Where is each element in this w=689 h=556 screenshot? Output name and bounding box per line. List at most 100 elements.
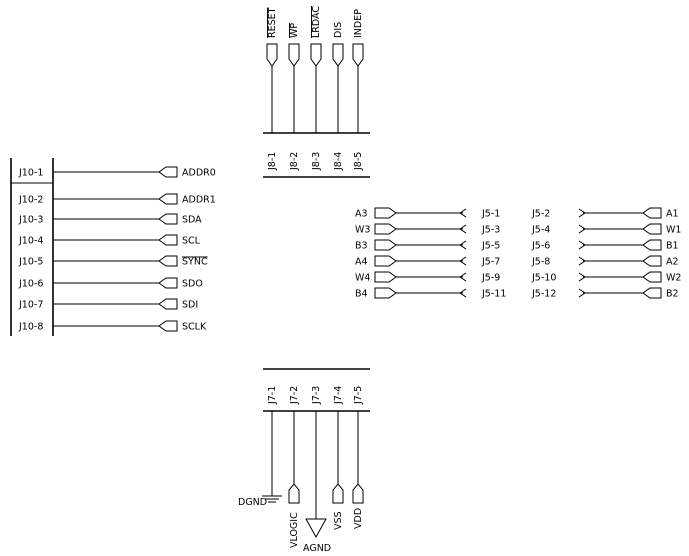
j5-right-pin-label: J5-12	[531, 289, 556, 300]
j10-signal-label: ADDR0	[182, 168, 216, 179]
j10-signal-label: SDI	[182, 300, 198, 311]
j10-port-symbol	[158, 193, 178, 205]
j5-left-port-symbol	[374, 287, 397, 299]
j5-left-port-symbol	[374, 223, 397, 235]
j5-right-port-symbol	[642, 255, 662, 267]
j5-left-port-symbol	[374, 255, 397, 267]
j8-port-symbol	[332, 43, 344, 67]
j10-pin-label: J10-1	[18, 168, 43, 179]
j5-left-pin-label: J5-3	[481, 225, 500, 236]
j8-port-symbol	[352, 43, 364, 67]
j8-pin-label: J8-4	[333, 152, 344, 171]
j5-left-port-symbol	[374, 271, 397, 283]
j8-pin-label: J8-1	[267, 152, 278, 171]
vdd-port-symbol	[352, 483, 364, 504]
j8-pin-label: J8-2	[289, 152, 300, 171]
j10-port-symbol	[158, 255, 178, 267]
j5-left-port-symbol	[374, 207, 397, 219]
j5-right-port-symbol	[642, 287, 662, 299]
j5-right-pin-label: J5-2	[531, 209, 550, 220]
j5-left-pin-label: J5-7	[481, 257, 500, 268]
j5-right-signal-label: B2	[666, 289, 679, 300]
j10-signal-label: SDO	[182, 279, 203, 290]
j7-pin-label: J7-1	[267, 386, 278, 405]
j5-left-signal-label: A4	[355, 257, 368, 268]
j5-left-signal-label: W3	[355, 225, 370, 236]
j7-pin-label: J7-3	[311, 386, 322, 405]
j10-pin-label: J10-3	[18, 215, 43, 226]
j10-pin-label: J10-7	[18, 300, 43, 311]
j10-port-symbol	[158, 320, 178, 332]
j5-left-port-symbol	[374, 239, 397, 251]
j10-signal-label: SCLK	[182, 322, 207, 333]
j5-left-pin-label: J5-11	[481, 289, 506, 300]
agnd-ground-symbol	[305, 518, 327, 539]
j10-signal-label: ADDR1	[182, 195, 216, 206]
j7-pin-label: J7-4	[333, 386, 344, 405]
j5-left-signal-label: B4	[355, 289, 368, 300]
j5-right-signal-label: W1	[666, 225, 681, 236]
j5-right-pin-label: J5-10	[531, 273, 556, 284]
j5-right-port-symbol	[642, 223, 662, 235]
j10-pin-label: J10-2	[18, 195, 43, 206]
j5-left-pin-arrow	[459, 224, 467, 234]
j5-right-signal-label: B1	[666, 241, 679, 252]
j5-right-port-symbol	[642, 207, 662, 219]
j10-pin-label: J10-8	[18, 322, 43, 333]
j5-right-pin-label: J5-6	[531, 241, 550, 252]
j7-pin-label: J7-5	[353, 386, 364, 405]
j5-right-pin-label: J5-8	[531, 257, 550, 268]
j5-right-pin-label: J5-4	[531, 225, 550, 236]
j8-port-symbol	[266, 43, 278, 67]
j5-left-pin-arrow	[459, 208, 467, 218]
vss-label: VSS	[333, 511, 344, 530]
j5-left-pin-arrow	[459, 288, 467, 298]
vlogic-label: VLOGIC	[289, 512, 300, 548]
j10-port-symbol	[158, 213, 178, 225]
j5-right-port-symbol	[642, 239, 662, 251]
j10-pin-label: J10-4	[18, 236, 43, 247]
j10-port-symbol	[158, 298, 178, 310]
j5-left-pin-label: J5-1	[481, 209, 500, 220]
j8-signal-label: INDEP	[353, 9, 364, 38]
vlogic-port-symbol	[288, 483, 300, 504]
j10-signal-label: SYNC	[182, 257, 208, 268]
j10-signal-label: SCL	[182, 236, 201, 247]
j5-left-pin-arrow	[459, 272, 467, 282]
j5-right-signal-label: W2	[666, 273, 681, 284]
j5-right-port-symbol	[642, 271, 662, 283]
j8-port-symbol	[310, 43, 322, 67]
j5-left-signal-label: B3	[355, 241, 368, 252]
j5-left-pin-label: J5-9	[481, 273, 500, 284]
j8-signal-label: RESET	[267, 7, 278, 38]
dgnd-label: DGND	[238, 497, 267, 508]
j10-port-symbol	[158, 234, 178, 246]
j10-pin-label: J10-5	[18, 257, 43, 268]
j8-pin-label: J8-5	[353, 152, 364, 171]
j5-right-signal-label: A1	[666, 209, 679, 220]
j10-port-symbol	[158, 277, 178, 289]
j10-pin-label: J10-6	[18, 279, 43, 290]
j10-signal-label: SDA	[182, 215, 202, 226]
j7-pin-label: J7-2	[289, 386, 300, 405]
vss-port-symbol	[332, 483, 344, 504]
j5-right-signal-label: A2	[666, 257, 679, 268]
j5-left-pin-label: J5-5	[481, 241, 500, 252]
j8-port-symbol	[288, 43, 300, 67]
agnd-label: AGND	[303, 543, 331, 554]
j5-left-pin-arrow	[459, 256, 467, 266]
vdd-label: VDD	[353, 508, 364, 529]
j5-left-pin-arrow	[459, 240, 467, 250]
j8-signal-label: DIS	[333, 22, 344, 38]
j10-port-symbol	[158, 166, 178, 178]
j5-left-signal-label: A3	[355, 209, 368, 220]
j8-signal-label: WP	[289, 23, 300, 38]
j8-signal-label: LRDAC	[311, 6, 322, 38]
j5-left-signal-label: W4	[355, 273, 370, 284]
